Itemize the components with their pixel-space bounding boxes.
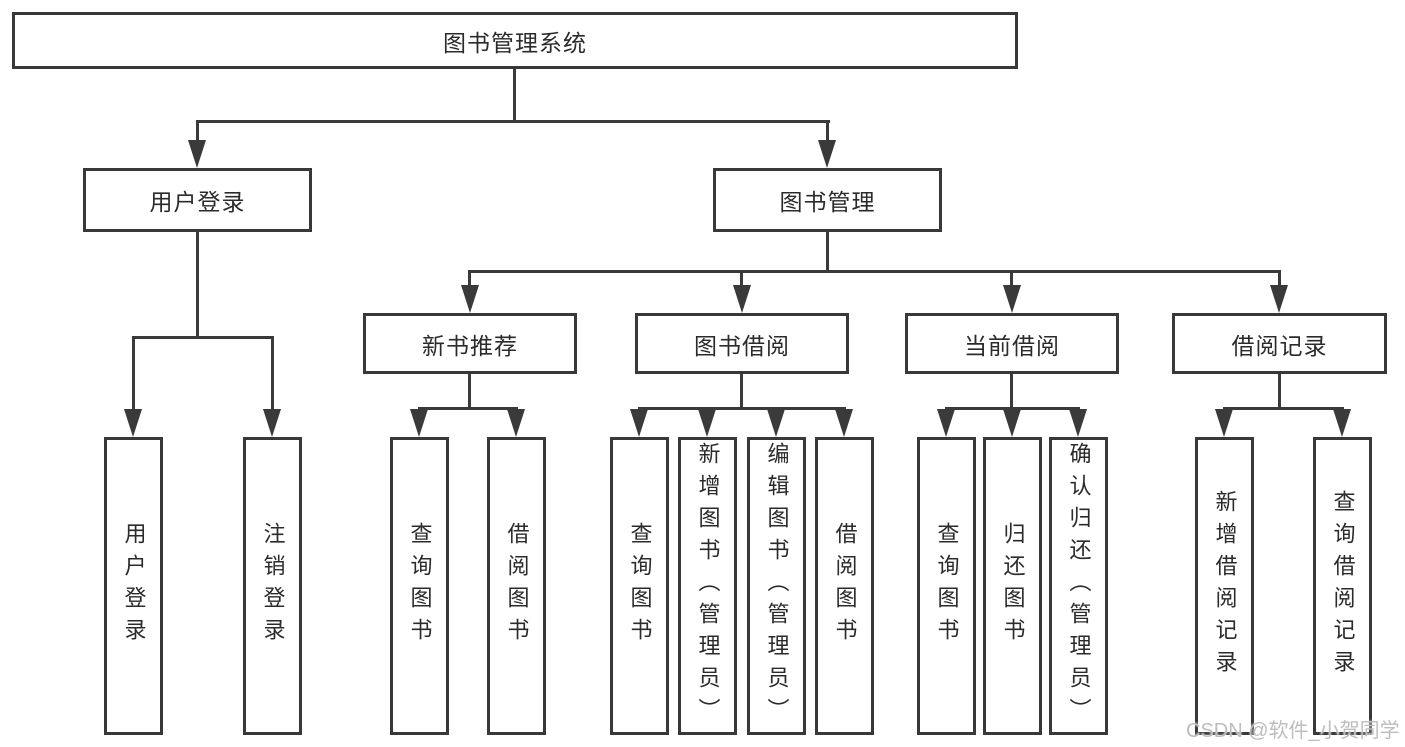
- arrow-to-current-borrow: [1003, 285, 1021, 313]
- node-book-mgmt: 图书管理: [713, 168, 942, 232]
- node-user-login-label: 用户登录: [149, 189, 246, 215]
- node-br-query-record-label: 查询借阅记录: [1330, 490, 1356, 682]
- arrow-to-bb-add-book: [698, 409, 716, 437]
- node-login-label: 用户登录: [121, 522, 147, 650]
- arrow-to-bb-edit-book: [767, 409, 785, 437]
- node-new-book-rec-label: 新书推荐: [422, 332, 518, 359]
- connector-drop-current-borrow: [1010, 270, 1013, 288]
- node-cb-return-book: 归还图书: [983, 437, 1042, 735]
- arrow-to-user-login: [188, 140, 206, 168]
- node-borrow-record-label: 借阅记录: [1231, 332, 1328, 359]
- connector-drop-user-login: [196, 120, 199, 144]
- node-bb-query-book-label: 查询图书: [627, 522, 653, 650]
- connector-borrow-record-bus: [1223, 407, 1344, 410]
- node-br-add-record-label: 新增借阅记录: [1212, 490, 1238, 682]
- connector-level2-bus: [196, 120, 830, 123]
- node-br-query-record: 查询借阅记录: [1313, 437, 1372, 735]
- connector-root-stem: [513, 69, 516, 120]
- node-user-login: 用户登录: [83, 168, 312, 232]
- node-book-mgmt-label: 图书管理: [779, 189, 876, 215]
- node-borrow-record: 借阅记录: [1172, 313, 1387, 374]
- arrow-to-bb-borrow-book: [835, 409, 853, 437]
- node-login: 用户登录: [104, 437, 163, 735]
- node-bb-borrow-book: 借阅图书: [815, 437, 874, 735]
- connector-level3-bus: [468, 270, 1281, 273]
- node-br-add-record: 新增借阅记录: [1195, 437, 1254, 735]
- arrow-to-br-query-record: [1333, 409, 1351, 437]
- node-rec-query-book: 查询图书: [390, 437, 449, 735]
- node-rec-borrow-book: 借阅图书: [487, 437, 546, 735]
- node-root: 图书管理系统: [12, 12, 1018, 69]
- connector-user-login-bus: [132, 336, 274, 339]
- node-current-borrow-label: 当前借阅: [964, 332, 1060, 359]
- arrow-to-new-book-rec: [461, 285, 479, 313]
- csdn-watermark: CSDN @软件_小贺同学: [1186, 720, 1400, 742]
- connector-drop-new-book-rec: [468, 270, 471, 288]
- node-bb-borrow-book-label: 借阅图书: [832, 522, 858, 650]
- connector-drop-login: [132, 336, 135, 412]
- arrow-to-cb-confirm-return: [1069, 409, 1087, 437]
- node-rec-query-book-label: 查询图书: [407, 522, 433, 650]
- node-cb-return-book-label: 归还图书: [1000, 522, 1026, 650]
- node-bb-query-book: 查询图书: [610, 437, 669, 735]
- node-cb-confirm-return-label: 确认归还（管理员）: [1066, 442, 1092, 730]
- connector-book-mgmt-stem: [826, 232, 829, 270]
- node-book-borrow: 图书借阅: [635, 313, 849, 374]
- connector-drop-book-mgmt: [826, 120, 829, 144]
- node-book-borrow-label: 图书借阅: [694, 332, 790, 359]
- node-logout-label: 注销登录: [260, 522, 286, 650]
- connector-new-book-rec-stem: [468, 374, 471, 407]
- connector-drop-logout: [271, 336, 274, 412]
- connector-borrow-record-stem: [1278, 374, 1281, 407]
- arrow-to-bb-query-book: [630, 409, 648, 437]
- node-bb-add-book-label: 新增图书（管理员）: [695, 442, 721, 730]
- node-bb-add-book: 新增图书（管理员）: [678, 437, 737, 735]
- node-cb-query-book: 查询图书: [917, 437, 976, 735]
- arrow-to-login: [124, 409, 142, 437]
- arrow-to-rec-query-book: [410, 409, 428, 437]
- node-cb-query-book-label: 查询图书: [934, 522, 960, 650]
- node-cb-confirm-return: 确认归还（管理员）: [1049, 437, 1108, 735]
- arrow-to-cb-return-book: [1003, 409, 1021, 437]
- arrow-to-cb-query-book: [937, 409, 955, 437]
- arrow-to-logout: [263, 409, 281, 437]
- arrow-to-book-mgmt: [818, 140, 836, 168]
- node-root-label: 图书管理系统: [443, 29, 587, 56]
- arrow-to-br-add-record: [1215, 409, 1233, 437]
- connector-drop-borrow-record: [1278, 270, 1281, 288]
- connector-drop-book-borrow: [740, 270, 743, 288]
- arrow-to-borrow-record: [1270, 285, 1288, 313]
- arrow-to-rec-borrow-book: [507, 409, 525, 437]
- connector-new-book-rec-bus: [418, 407, 518, 410]
- node-bb-edit-book-label: 编辑图书（管理员）: [764, 442, 790, 730]
- connector-current-borrow-bus: [945, 407, 1080, 410]
- connector-user-login-stem: [196, 232, 199, 336]
- arrow-to-book-borrow: [733, 285, 751, 313]
- connector-book-borrow-bus: [638, 407, 846, 410]
- connector-current-borrow-stem: [1010, 374, 1013, 407]
- node-logout: 注销登录: [243, 437, 302, 735]
- node-current-borrow: 当前借阅: [905, 313, 1119, 374]
- node-rec-borrow-book-label: 借阅图书: [504, 522, 530, 650]
- node-new-book-rec: 新书推荐: [363, 313, 577, 374]
- connector-book-borrow-stem: [740, 374, 743, 407]
- node-bb-edit-book: 编辑图书（管理员）: [747, 437, 806, 735]
